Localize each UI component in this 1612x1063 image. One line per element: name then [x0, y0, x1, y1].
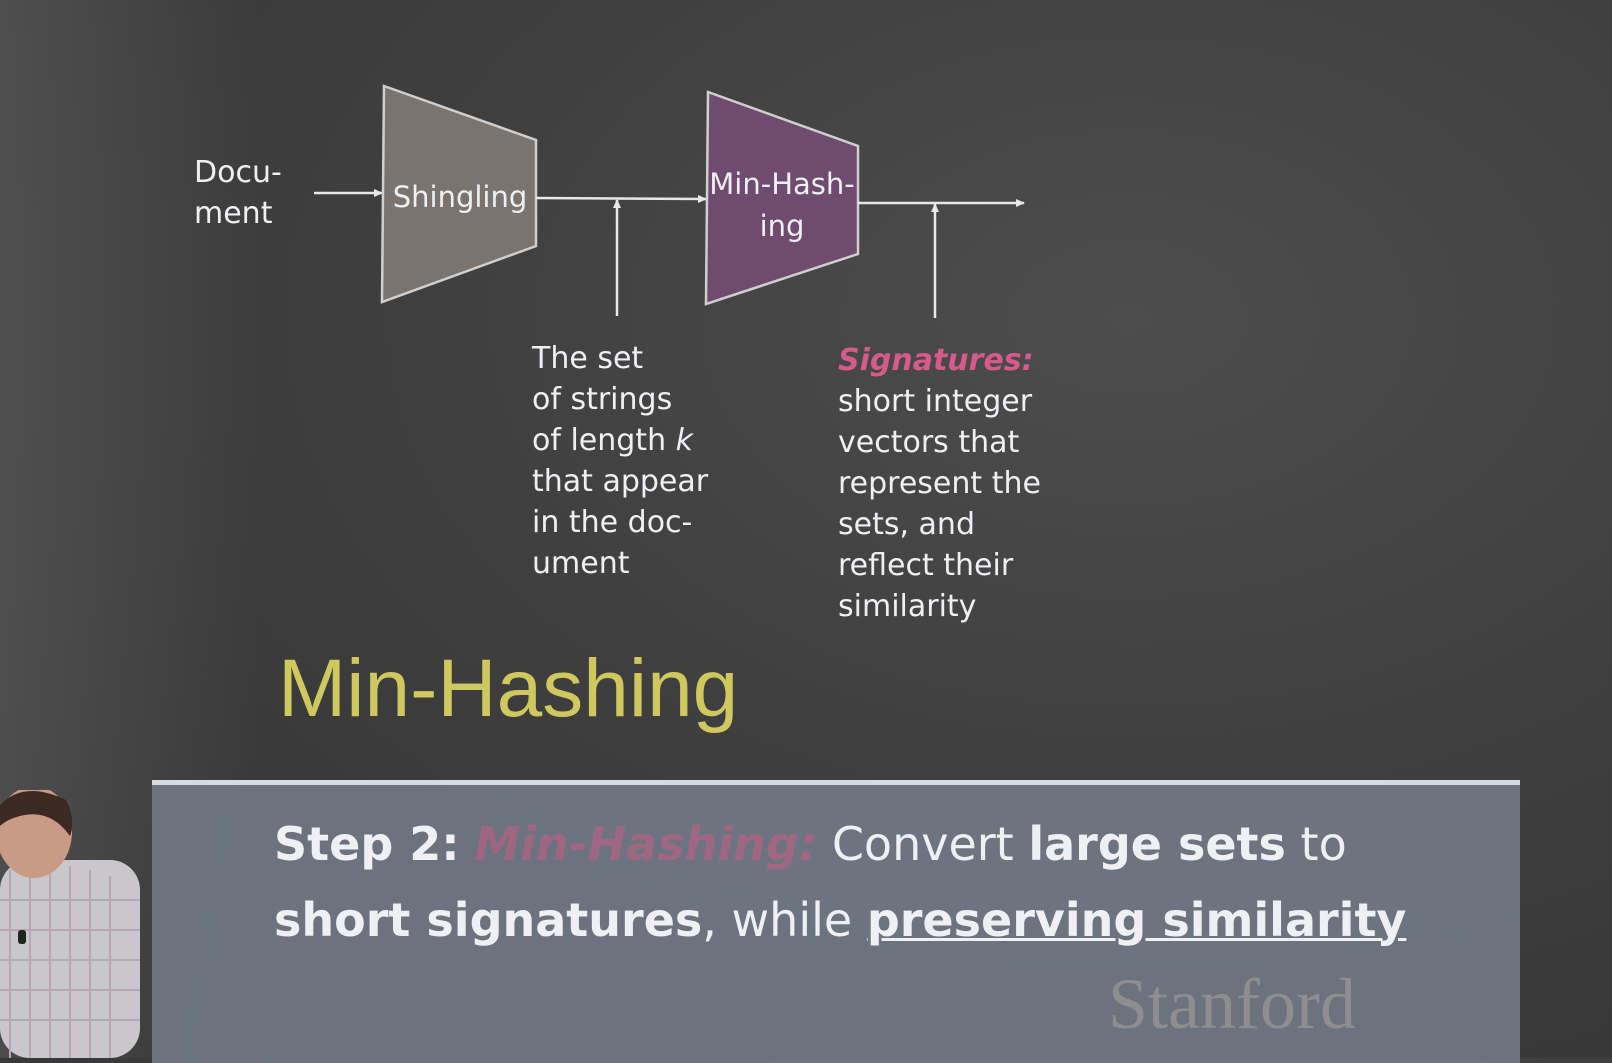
- step-prefix: Step 2:: [274, 817, 460, 871]
- step-banner: [152, 780, 1520, 1063]
- signatures-title: Signatures:: [838, 343, 1034, 378]
- signatures-desc-line: vectors that: [838, 425, 1020, 460]
- signatures-desc-line: represent the: [838, 466, 1041, 501]
- step-underlined-part: preserving similarity: [866, 893, 1407, 947]
- step-emphasis: Min-Hashing:: [474, 817, 818, 871]
- signatures-desc-line: similarity: [838, 589, 977, 624]
- minhashing-box: [704, 90, 860, 306]
- document-label: Docu- ment: [194, 152, 304, 234]
- speaker-figure: [0, 790, 140, 1058]
- signatures-description: Signatures: short integer vectors that r…: [838, 340, 1058, 627]
- shingle-desc-line: of length k: [532, 420, 732, 461]
- shingling-box: [380, 84, 538, 304]
- shingle-description: The set of strings of length k that appe…: [532, 338, 732, 584]
- step-bold-part: short signatures: [274, 893, 703, 947]
- step-text-part: Convert: [831, 817, 1014, 871]
- step-text-part: , while: [702, 893, 853, 947]
- middle-arrow: [535, 194, 707, 203]
- shingle-desc-line: ument: [532, 546, 630, 581]
- slide-title: Min-Hashing: [278, 643, 739, 734]
- step-text-part: to: [1300, 817, 1347, 871]
- signatures-desc-line: sets, and: [838, 507, 975, 542]
- minhashing-label-line1: Min-Hash-: [709, 167, 854, 201]
- document-label-line2: ment: [194, 196, 273, 231]
- shingle-desc-line: that appear: [532, 464, 709, 499]
- shingle-desc-line: in the doc-: [532, 505, 693, 540]
- signatures-desc-line: reflect their: [838, 548, 1014, 583]
- step-text: Step 2: Min-Hashing: Convert large sets …: [274, 806, 1434, 958]
- signatures-desc-line: short integer: [838, 384, 1033, 419]
- shingle-desc-line-k: of length k: [532, 423, 693, 458]
- step-bold-part: large sets: [1028, 817, 1286, 871]
- minhashing-label-line2: ing: [760, 209, 805, 243]
- shingle-desc-line: The set: [532, 341, 644, 376]
- stanford-logo: Stanford: [1108, 964, 1356, 1044]
- document-label-line1: Docu-: [194, 155, 282, 190]
- shingling-label: Shingling: [393, 180, 528, 214]
- shingle-desc-line: of strings: [532, 382, 673, 417]
